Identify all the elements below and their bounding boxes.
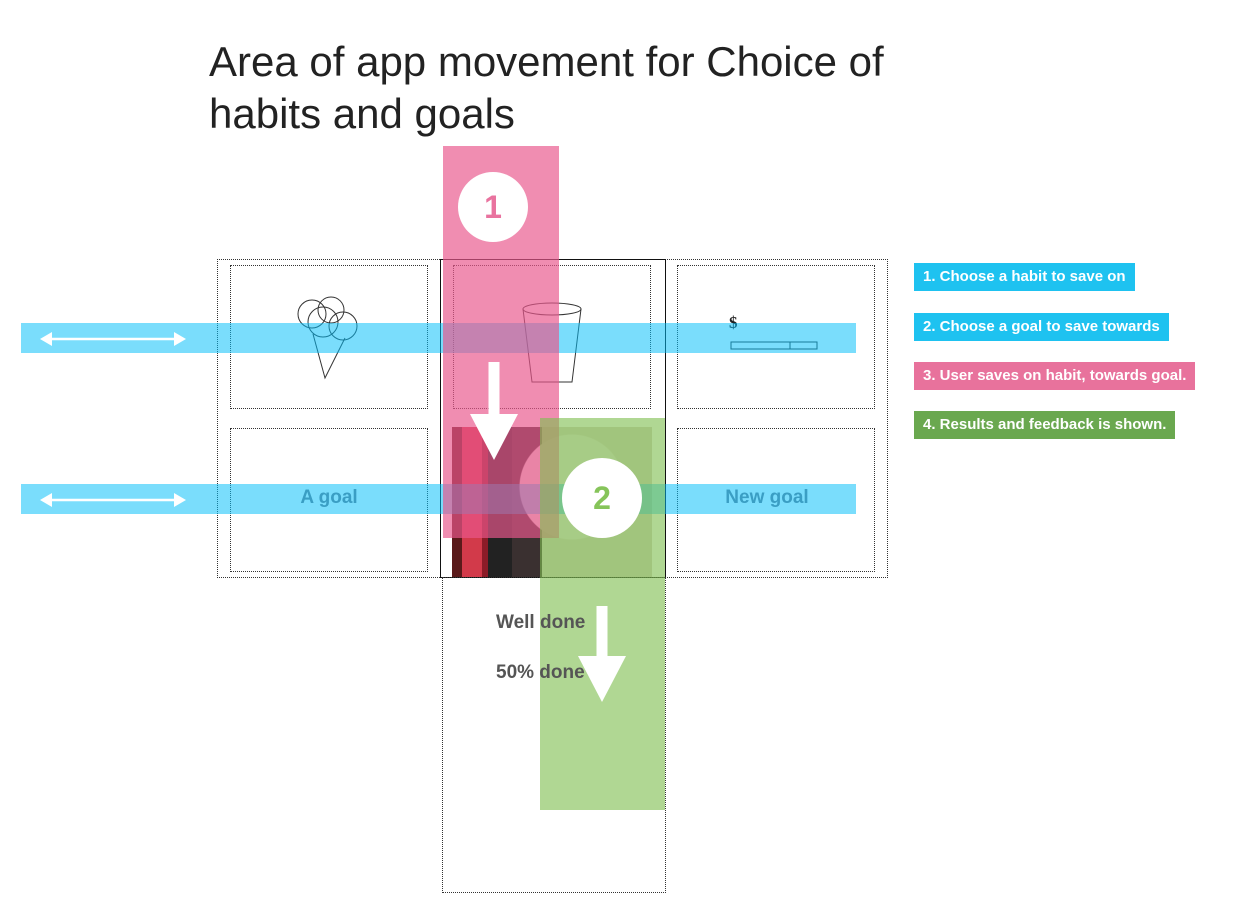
legend-item-1: 1. Choose a habit to save on [914,263,1135,291]
page-title: Area of app movement for Choice of habit… [209,38,884,137]
legend-item-2: 2. Choose a goal to save towards [914,313,1169,341]
double-arrow-icon [40,332,186,346]
currency-symbol: $ [729,313,738,333]
down-arrow-icon [578,606,626,702]
double-arrow-icon [40,493,186,507]
legend-item-4: 4. Results and feedback is shown. [914,411,1176,439]
feedback-progress: 50% done [496,662,585,683]
goal-label-right: New goal [725,487,809,508]
step-2-marker: 2 [562,458,642,538]
down-arrow-icon [470,362,518,460]
step-1-marker: 1 [458,172,528,242]
legend-item-3: 3. User saves on habit, towards goal. [914,362,1196,390]
feedback-message: Well done [496,612,586,633]
goal-label-left: A goal [300,487,358,508]
